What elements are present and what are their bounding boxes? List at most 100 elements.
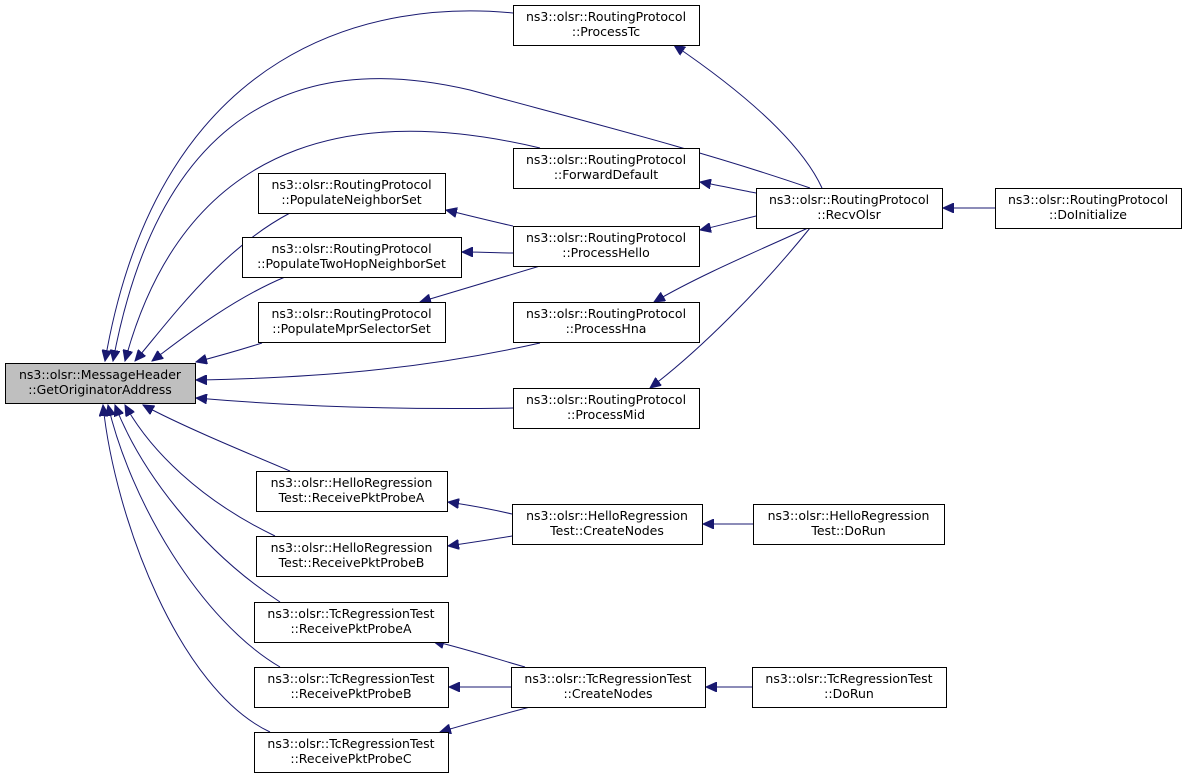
node-box [258, 302, 446, 343]
graph-node-trb[interactable]: ns3::olsr::TcRegressionTest::ReceivePktP… [254, 667, 449, 708]
graph-node-tra[interactable]: ns3::olsr::TcRegressionTest::ReceivePktP… [254, 602, 449, 643]
edge-rvo-to-pmid [650, 227, 811, 388]
edge-pns-to-goa [135, 212, 291, 361]
node-label-line1: ns3::olsr::HelloRegression [271, 540, 433, 555]
node-box [242, 237, 462, 278]
node-label-line1: ns3::olsr::RoutingProtocol [526, 230, 686, 245]
node-label-line2: Test::ReceivePktProbeB [278, 555, 425, 570]
node-label-line2: ::PopulateNeighborSet [281, 192, 421, 207]
edge-phna-to-goa [196, 342, 541, 380]
edge-ptc-to-goa [105, 10, 514, 361]
edge-rvo-to-fwd [700, 182, 757, 194]
node-box [513, 5, 700, 46]
graph-node-pmpr[interactable]: ns3::olsr::RoutingProtocol::PopulateMprS… [258, 302, 446, 343]
node-box [513, 302, 700, 343]
node-label-line2: Test::ReceivePktProbeA [278, 490, 425, 505]
edge-pmid-to-goa [196, 398, 514, 410]
node-label-line1: ns3::olsr::RoutingProtocol [271, 241, 431, 256]
node-label-line1: ns3::olsr::HelloRegression [271, 475, 433, 490]
edge-tcn-to-trc [440, 706, 531, 732]
node-label-line2: ::CreateNodes [563, 686, 652, 701]
graph-node-rvo[interactable]: ns3::olsr::RoutingProtocol::RecvOlsr [756, 188, 943, 229]
nodes-layer: ns3::olsr::MessageHeader::GetOriginatorA… [5, 5, 1182, 773]
edge-trc-to-goa [103, 405, 271, 733]
node-label-line1: ns3::olsr::RoutingProtocol [526, 9, 686, 24]
node-label-line2: ::ForwardDefault [554, 167, 658, 182]
graph-node-fwd[interactable]: ns3::olsr::RoutingProtocol::ForwardDefau… [513, 148, 700, 189]
graph-node-trc[interactable]: ns3::olsr::TcRegressionTest::ReceivePktP… [254, 732, 449, 773]
edge-fwd-to-goa [125, 130, 541, 361]
node-box [513, 226, 700, 267]
node-box [756, 188, 943, 229]
node-label-line2: ::ProcessHello [562, 245, 650, 260]
node-label-line1: ns3::olsr::RoutingProtocol [271, 306, 431, 321]
edge-pmpr-to-goa [196, 342, 263, 362]
edge-rvo-to-phe [700, 215, 757, 230]
node-label-line2: ::PopulateTwoHopNeighborSet [257, 256, 446, 271]
node-label-line1: ns3::olsr::RoutingProtocol [1008, 192, 1168, 207]
node-label-line1: ns3::olsr::RoutingProtocol [526, 392, 686, 407]
node-box [995, 188, 1182, 229]
node-box [513, 148, 700, 189]
graph-node-ptc[interactable]: ns3::olsr::RoutingProtocol::ProcessTc [513, 5, 700, 46]
node-label-line1: ns3::olsr::RoutingProtocol [526, 306, 686, 321]
node-box [256, 536, 448, 577]
node-label-line2: Test::CreateNodes [549, 523, 664, 538]
edge-hra-to-goa [143, 405, 291, 472]
graph-node-phe[interactable]: ns3::olsr::RoutingProtocol::ProcessHello [513, 226, 700, 267]
node-label-line2: ::ProcessHna [566, 321, 647, 336]
node-box [513, 388, 700, 429]
node-label-line1: ns3::olsr::RoutingProtocol [271, 177, 431, 192]
node-label-line2: ::PopulateMprSelectorSet [272, 321, 431, 336]
node-box [5, 363, 196, 404]
graph-node-hra[interactable]: ns3::olsr::HelloRegressionTest::ReceiveP… [256, 471, 448, 512]
node-label-line2: ::DoRun [824, 686, 874, 701]
node-box [254, 602, 449, 643]
edge-rvo-to-phna [654, 227, 809, 302]
node-label-line2: ::RecvOlsr [817, 207, 881, 222]
edge-hcn-to-hrb [448, 535, 513, 546]
node-label-line2: Test::DoRun [810, 523, 885, 538]
graph-node-p2h[interactable]: ns3::olsr::RoutingProtocol::PopulateTwoH… [242, 237, 462, 278]
node-label-line2: ::DoInitialize [1049, 207, 1127, 222]
edge-phe-to-pmpr [420, 265, 541, 302]
node-label-line1: ns3::olsr::HelloRegression [526, 508, 688, 523]
node-label-line2: ::ProcessMid [567, 407, 645, 422]
graph-node-tdr[interactable]: ns3::olsr::TcRegressionTest::DoRun [752, 667, 947, 708]
graph-node-phna[interactable]: ns3::olsr::RoutingProtocol::ProcessHna [513, 302, 700, 343]
edge-tcn-to-tra [433, 641, 526, 668]
graph-node-dini[interactable]: ns3::olsr::RoutingProtocol::DoInitialize [995, 188, 1182, 229]
node-label-line2: ::ProcessTc [572, 24, 640, 39]
graph-node-hcn[interactable]: ns3::olsr::HelloRegressionTest::CreateNo… [512, 504, 703, 545]
edge-rvo-to-ptc [674, 45, 823, 189]
edge-phe-to-p2h [462, 252, 514, 253]
node-label-line1: ns3::olsr::HelloRegression [768, 508, 930, 523]
node-box [256, 471, 448, 512]
node-label-line1: ns3::olsr::MessageHeader [19, 367, 182, 382]
node-box [254, 667, 449, 708]
node-label-line1: ns3::olsr::TcRegressionTest [267, 606, 434, 621]
graph-node-tcn[interactable]: ns3::olsr::TcRegressionTest::CreateNodes [511, 667, 706, 708]
node-box [512, 504, 703, 545]
edge-hcn-to-hra [448, 502, 513, 515]
edge-tra-to-goa [115, 405, 281, 603]
edge-hrb-to-goa [125, 405, 276, 537]
node-box [511, 667, 706, 708]
graph-node-pns[interactable]: ns3::olsr::RoutingProtocol::PopulateNeig… [258, 173, 446, 214]
node-label-line1: ns3::olsr::TcRegressionTest [267, 736, 434, 751]
node-label-line2: ::GetOriginatorAddress [28, 382, 172, 397]
node-label-line1: ns3::olsr::TcRegressionTest [267, 671, 434, 686]
node-label-line1: ns3::olsr::RoutingProtocol [526, 152, 686, 167]
node-label-line2: ::ReceivePktProbeA [290, 621, 411, 636]
node-box [752, 667, 947, 708]
edges-layer [103, 10, 996, 733]
node-label-line2: ::ReceivePktProbeB [290, 686, 411, 701]
graph-node-hrb[interactable]: ns3::olsr::HelloRegressionTest::ReceiveP… [256, 536, 448, 577]
graph-node-goa[interactable]: ns3::olsr::MessageHeader::GetOriginatorA… [5, 363, 196, 404]
node-box [258, 173, 446, 214]
edge-p2h-to-goa [152, 276, 286, 361]
graph-node-pmid[interactable]: ns3::olsr::RoutingProtocol::ProcessMid [513, 388, 700, 429]
node-label-line1: ns3::olsr::RoutingProtocol [769, 192, 929, 207]
